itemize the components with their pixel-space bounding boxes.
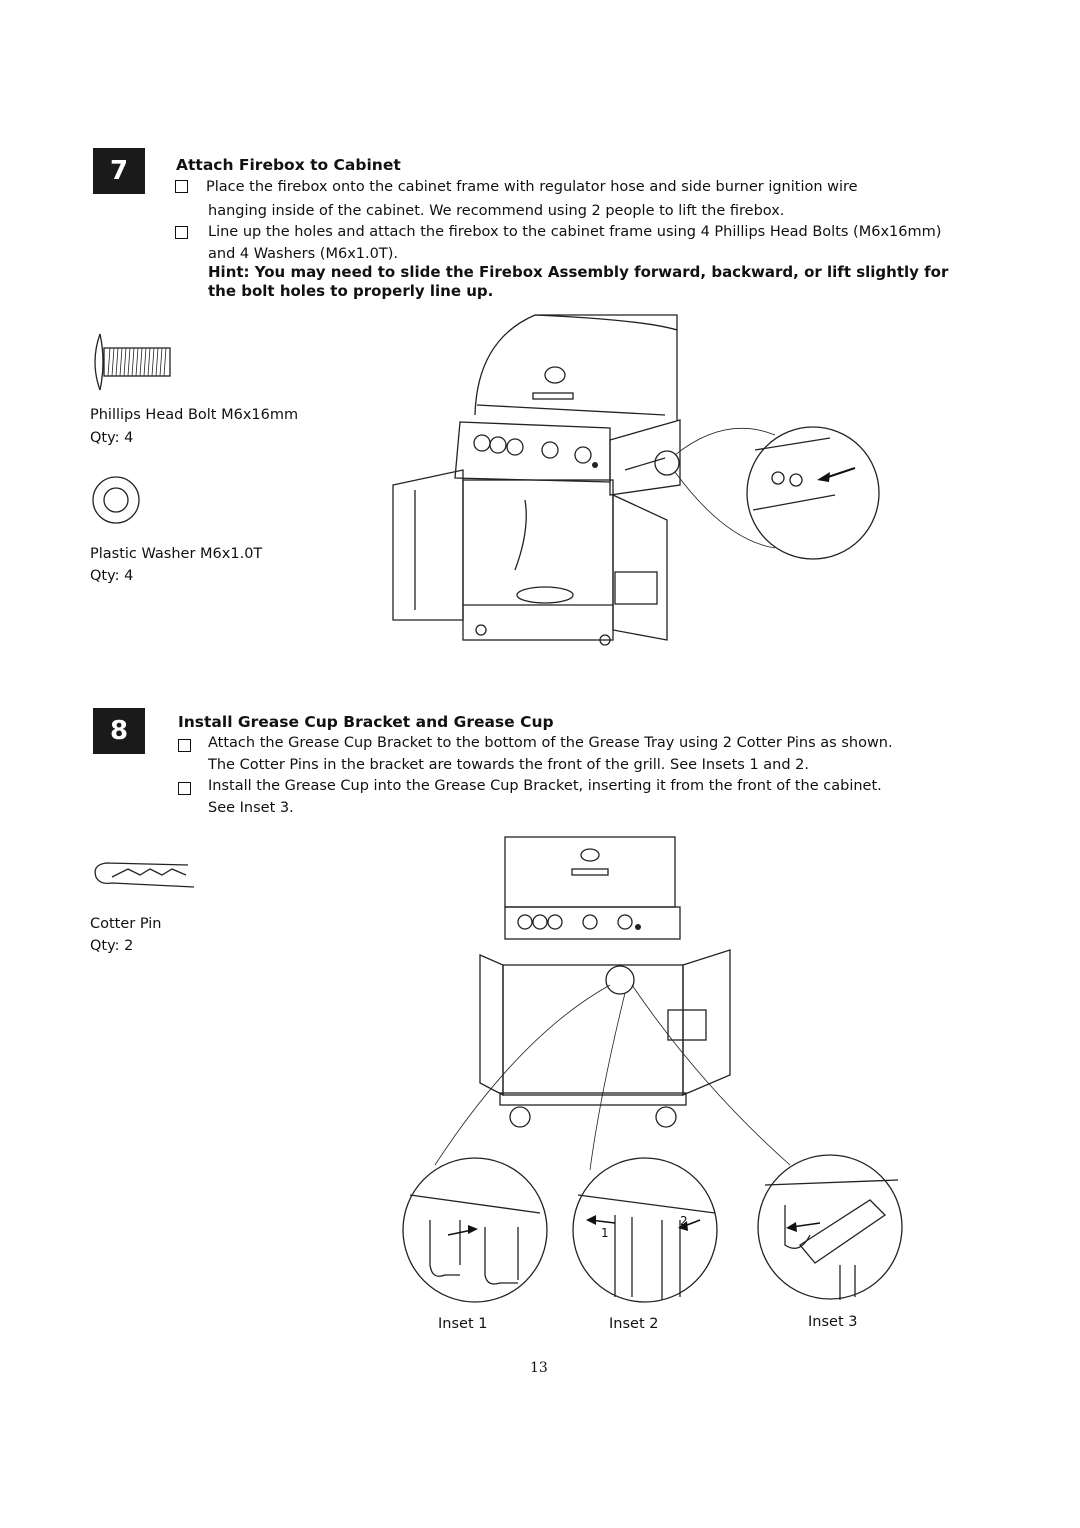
checkbox-icon	[178, 782, 191, 795]
washer-icon	[92, 476, 140, 524]
step-7-hint-line-1: Hint: You may need to slide the Firebox …	[208, 263, 949, 281]
grill-diagram-step-8	[402, 836, 903, 1303]
inset-2-number-1: 1	[601, 1226, 609, 1240]
inset-2-number-2: 2	[680, 1214, 688, 1228]
cotter-pin-icon	[94, 862, 195, 888]
checkbox-icon	[178, 739, 191, 752]
checkbox-icon	[175, 226, 188, 239]
grill-diagram-step-7	[392, 314, 880, 646]
step-8-item-1-line-1: Attach the Grease Cup Bracket to the bot…	[208, 735, 893, 751]
page-number: 13	[530, 1360, 548, 1376]
checkbox-icon	[175, 180, 188, 193]
step-7-badge: 7	[93, 148, 145, 194]
part-qty: Qty: 4	[90, 568, 134, 584]
step-8-item-2-line-2: See Inset 3.	[208, 800, 294, 816]
part-qty: Qty: 4	[90, 430, 134, 446]
step-8-item-2-line-1: Install the Grease Cup into the Grease C…	[208, 778, 882, 794]
step-7-item-2-line-1: Line up the holes and attach the firebox…	[208, 224, 942, 240]
part-name: Cotter Pin	[90, 916, 162, 932]
inset-1-label: Inset 1	[438, 1316, 488, 1332]
step-7-item-1-line-1: Place the firebox onto the cabinet frame…	[206, 179, 858, 195]
step-7-item-1-line-2: hanging inside of the cabinet. We recomm…	[208, 203, 785, 219]
step-8-title: Install Grease Cup Bracket and Grease Cu…	[178, 713, 554, 731]
step-8-badge: 8	[93, 708, 145, 754]
part-qty: Qty: 2	[90, 938, 134, 954]
step-7-item-2-line-2: and 4 Washers (M6x1.0T).	[208, 246, 398, 262]
step-7-hint-line-2: the bolt holes to properly line up.	[208, 282, 494, 300]
part-name: Phillips Head Bolt M6x16mm	[90, 407, 299, 423]
step-7-title: Attach Firebox to Cabinet	[176, 156, 401, 174]
inset-3-label: Inset 3	[808, 1314, 858, 1330]
part-name: Plastic Washer M6x1.0T	[90, 546, 263, 562]
step-8-item-1-line-2: The Cotter Pins in the bracket are towar…	[208, 757, 809, 773]
inset-2-label: Inset 2	[609, 1316, 659, 1332]
bolt-icon	[94, 333, 171, 391]
